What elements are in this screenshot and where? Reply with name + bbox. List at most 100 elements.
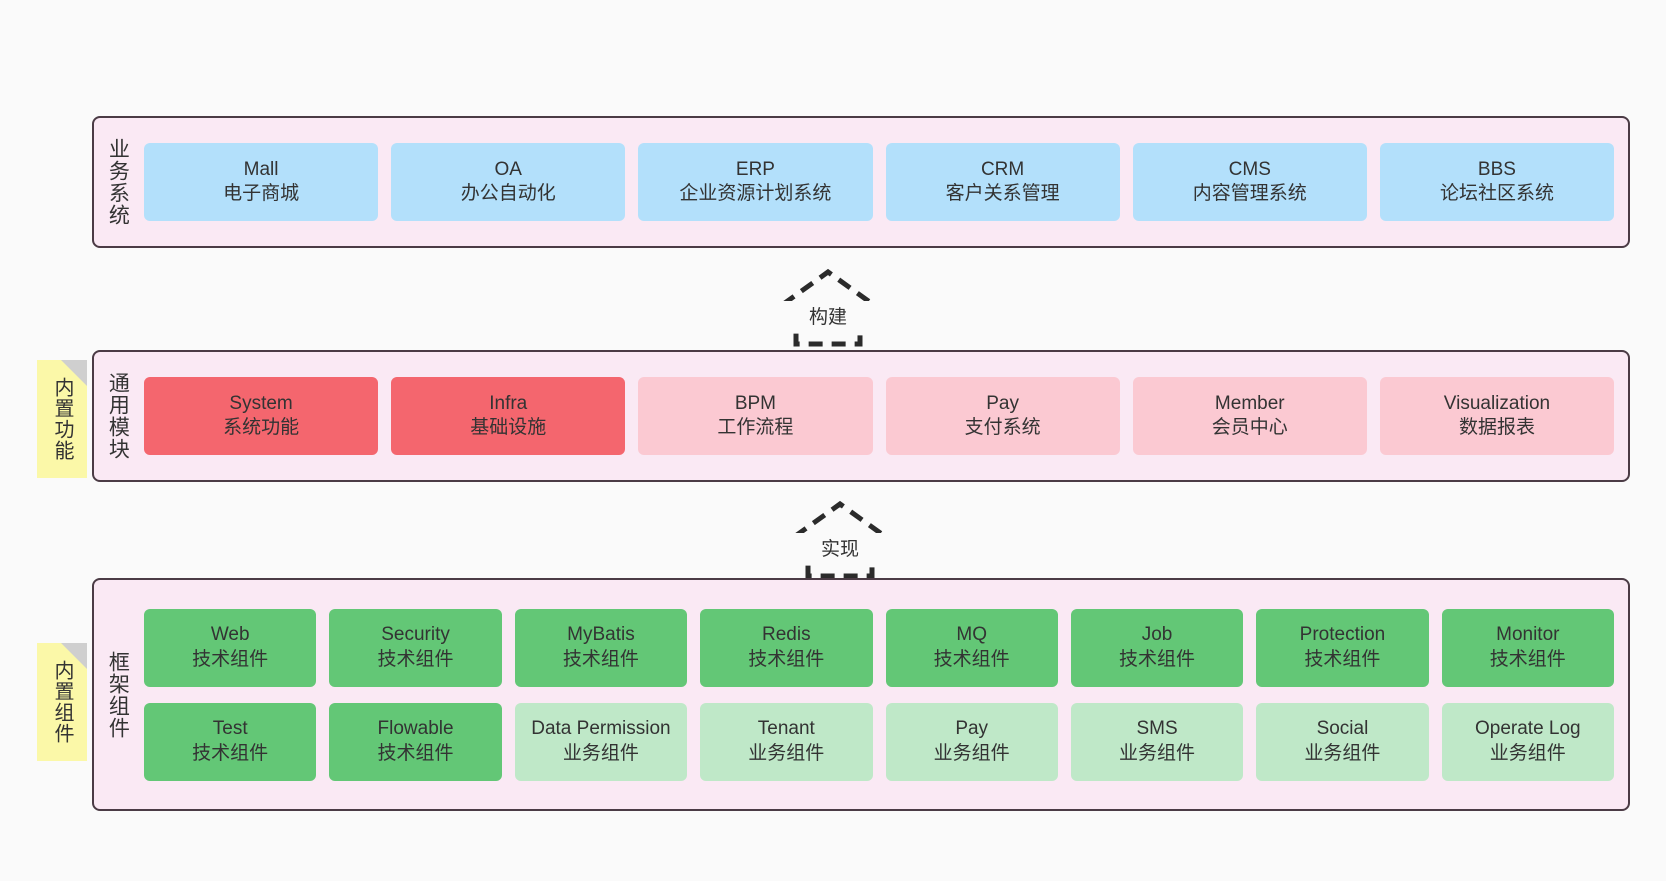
- card-tenant-desc: 业务组件: [748, 742, 825, 764]
- business-system-row: Mall 电子商城 OA 办公自动化 ERP 企业资源计划系统 CRM 客户关系…: [144, 143, 1615, 221]
- card-job-desc: 技术组件: [1119, 648, 1196, 670]
- layer-business-system: 业务系统 Mall 电子商城 OA 办公自动化 ERP 企业资源计划系统 CRM: [92, 116, 1630, 248]
- card-erp[interactable]: ERP 企业资源计划系统: [638, 143, 873, 221]
- layer-common-module-body: System 系统功能 Infra 基础设施 BPM 工作流程 Pay 支付系统…: [140, 352, 1628, 480]
- layer-framework-component: 框架组件 Web 技术组件 Security 技术组件 MyBatis 技术组件…: [92, 578, 1630, 811]
- framework-component-row-1: Web 技术组件 Security 技术组件 MyBatis 技术组件 Redi…: [144, 608, 1614, 687]
- card-test-name: Test: [212, 718, 248, 740]
- card-monitor-desc: 技术组件: [1489, 648, 1566, 670]
- card-system[interactable]: System 系统功能: [144, 377, 379, 455]
- card-web-desc: 技术组件: [192, 648, 269, 670]
- card-pay-component-desc: 业务组件: [933, 742, 1010, 764]
- card-redis-name: Redis: [762, 624, 811, 646]
- card-social[interactable]: Social 业务组件: [1256, 702, 1429, 781]
- card-bbs[interactable]: BBS 论坛社区系统: [1379, 143, 1615, 221]
- card-pay-component-name: Pay: [955, 718, 989, 740]
- layer-framework-component-body: Web 技术组件 Security 技术组件 MyBatis 技术组件 Redi…: [140, 580, 1628, 809]
- card-web[interactable]: Web 技术组件: [144, 608, 317, 687]
- card-pay-component[interactable]: Pay 业务组件: [885, 702, 1058, 781]
- card-oa[interactable]: OA 办公自动化: [391, 143, 626, 221]
- layer-business-system-body: Mall 电子商城 OA 办公自动化 ERP 企业资源计划系统 CRM 客户关系…: [140, 118, 1628, 246]
- card-bbs-name: BBS: [1477, 158, 1516, 180]
- card-oa-desc: 办公自动化: [460, 183, 556, 204]
- note-builtin-function-label: 内置功能: [51, 377, 73, 461]
- card-member-name: Member: [1214, 392, 1285, 414]
- layer-framework-component-title: 框架组件: [106, 650, 130, 739]
- card-data-permission-name: Data Permission: [531, 718, 671, 740]
- card-mq-desc: 技术组件: [933, 648, 1010, 670]
- card-protection[interactable]: Protection 技术组件: [1256, 608, 1429, 687]
- card-test[interactable]: Test 技术组件: [144, 702, 317, 781]
- card-data-permission-desc: 业务组件: [562, 742, 639, 764]
- card-member-desc: 会员中心: [1211, 417, 1288, 438]
- card-monitor[interactable]: Monitor 技术组件: [1441, 608, 1614, 687]
- card-bpm[interactable]: BPM 工作流程: [638, 377, 873, 455]
- card-sms-desc: 业务组件: [1119, 742, 1196, 764]
- card-mq-name: MQ: [956, 624, 987, 646]
- card-protection-desc: 技术组件: [1304, 648, 1381, 670]
- card-monitor-name: Monitor: [1496, 624, 1560, 646]
- card-member[interactable]: Member 会员中心: [1132, 377, 1367, 455]
- card-crm-desc: 客户关系管理: [945, 183, 1060, 204]
- card-infra[interactable]: Infra 基础设施: [391, 377, 626, 455]
- card-crm-name: CRM: [980, 158, 1025, 180]
- arrow-build: 构建: [756, 266, 900, 348]
- card-flowable-name: Flowable: [377, 718, 454, 740]
- card-redis-desc: 技术组件: [748, 648, 825, 670]
- card-infra-name: Infra: [489, 392, 528, 414]
- card-erp-name: ERP: [735, 158, 775, 180]
- card-pay-module-name: Pay: [986, 392, 1019, 414]
- card-security-name: Security: [381, 624, 450, 646]
- card-flowable[interactable]: Flowable 技术组件: [329, 702, 502, 781]
- card-mybatis[interactable]: MyBatis 技术组件: [514, 608, 688, 687]
- card-tenant[interactable]: Tenant 业务组件: [700, 702, 873, 781]
- card-pay-module-desc: 支付系统: [964, 417, 1041, 438]
- arrow-implement-label: 实现: [772, 533, 908, 562]
- card-test-desc: 技术组件: [192, 742, 269, 764]
- card-visualization[interactable]: Visualization 数据报表: [1379, 377, 1615, 455]
- card-mybatis-name: MyBatis: [567, 624, 635, 646]
- card-mall-desc: 电子商城: [223, 183, 300, 204]
- card-security-desc: 技术组件: [377, 648, 454, 670]
- card-infra-desc: 基础设施: [470, 417, 547, 438]
- card-mall[interactable]: Mall 电子商城: [144, 143, 379, 221]
- layer-common-module: 通用模块 System 系统功能 Infra 基础设施 BPM 工作流程 Pay: [92, 350, 1630, 482]
- card-social-name: Social: [1316, 718, 1369, 740]
- arrow-implement: 实现: [768, 498, 912, 580]
- card-flowable-desc: 技术组件: [377, 742, 454, 764]
- note-builtin-function: 内置功能: [37, 360, 87, 478]
- card-visualization-name: Visualization: [1443, 392, 1551, 414]
- card-pay-module[interactable]: Pay 支付系统: [885, 377, 1120, 455]
- card-cms-desc: 内容管理系统: [1192, 183, 1307, 204]
- arrow-build-label: 构建: [760, 301, 896, 330]
- card-sms-name: SMS: [1136, 718, 1178, 740]
- card-operate-log-name: Operate Log: [1474, 718, 1581, 740]
- card-sms[interactable]: SMS 业务组件: [1070, 702, 1244, 781]
- card-security[interactable]: Security 技术组件: [329, 608, 502, 687]
- card-job-name: Job: [1141, 624, 1173, 646]
- card-mq[interactable]: MQ 技术组件: [885, 608, 1058, 687]
- card-job[interactable]: Job 技术组件: [1070, 608, 1244, 687]
- card-erp-desc: 企业资源计划系统: [679, 183, 832, 204]
- card-bbs-desc: 论坛社区系统: [1439, 183, 1554, 204]
- card-cms[interactable]: CMS 内容管理系统: [1132, 143, 1367, 221]
- card-operate-log-desc: 业务组件: [1489, 742, 1566, 764]
- card-redis[interactable]: Redis 技术组件: [700, 608, 873, 687]
- card-bpm-desc: 工作流程: [717, 417, 794, 438]
- card-data-permission[interactable]: Data Permission 业务组件: [514, 702, 688, 781]
- layer-common-module-title: 通用模块: [106, 372, 130, 460]
- card-crm[interactable]: CRM 客户关系管理: [885, 143, 1120, 221]
- note-builtin-component: 内置组件: [37, 643, 87, 761]
- card-mall-name: Mall: [243, 158, 279, 180]
- card-mybatis-desc: 技术组件: [562, 648, 639, 670]
- framework-component-row-2: Test 技术组件 Flowable 技术组件 Data Permission …: [144, 702, 1614, 781]
- card-tenant-name: Tenant: [757, 718, 815, 740]
- card-protection-name: Protection: [1299, 624, 1386, 646]
- layer-business-system-title: 业务系统: [106, 138, 130, 226]
- common-module-row: System 系统功能 Infra 基础设施 BPM 工作流程 Pay 支付系统…: [144, 377, 1615, 455]
- card-web-name: Web: [210, 624, 250, 646]
- card-operate-log[interactable]: Operate Log 业务组件: [1441, 702, 1614, 781]
- card-system-name: System: [229, 392, 293, 414]
- note-builtin-component-label: 内置组件: [51, 660, 73, 744]
